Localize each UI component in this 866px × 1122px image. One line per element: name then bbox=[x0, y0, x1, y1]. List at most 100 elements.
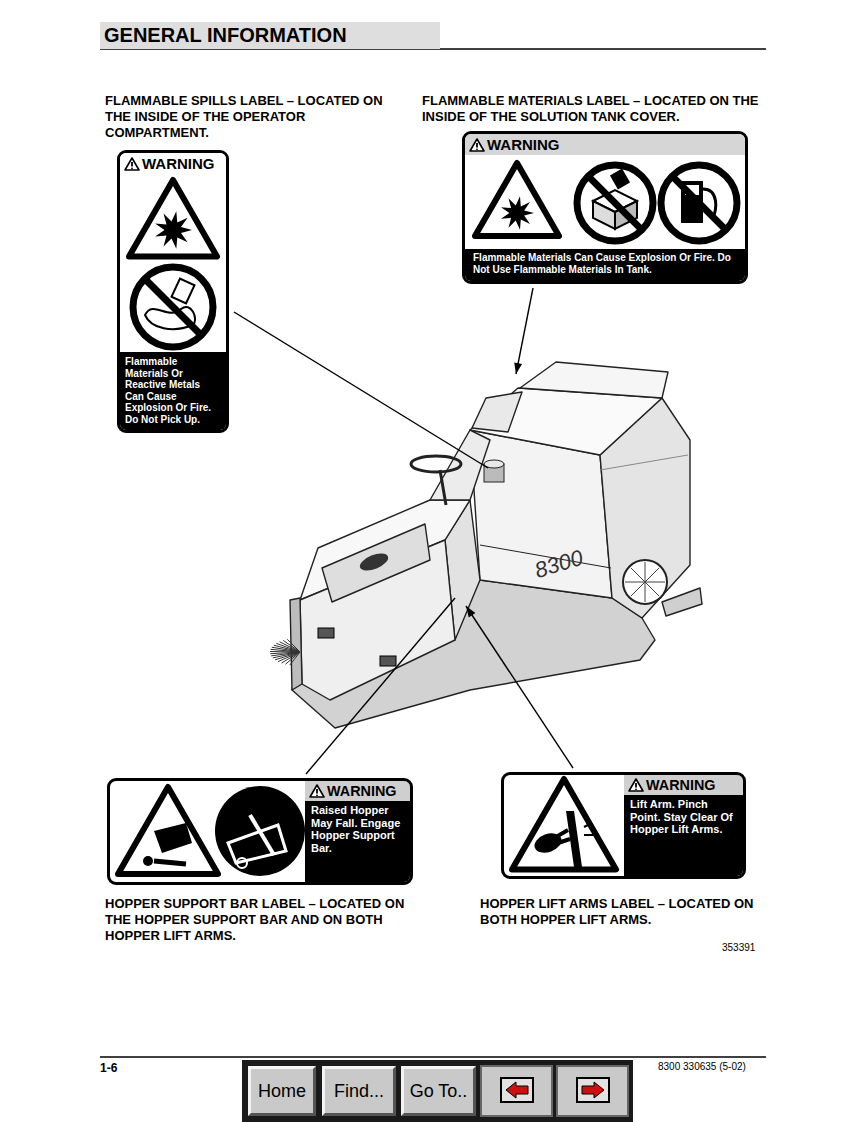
warning-heading: WARNING bbox=[487, 136, 560, 153]
support-bar bbox=[250, 815, 274, 855]
spilled-can bbox=[172, 279, 195, 304]
hazard-triangle bbox=[129, 180, 217, 257]
label-pictograms bbox=[110, 781, 305, 882]
arrowhead bbox=[466, 606, 475, 617]
warning-label: WARNING Lift Arm. Pinch Point. Stay Clear… bbox=[501, 772, 746, 879]
prohibition-slash bbox=[588, 176, 641, 229]
page-number: 1-6 bbox=[100, 1061, 117, 1075]
exclamation bbox=[635, 783, 637, 788]
seat-back bbox=[472, 392, 522, 432]
warning-triangle-icon bbox=[124, 157, 140, 171]
scrubber-illustration bbox=[270, 362, 702, 728]
warning-label: WARNING Raised Hopper May Fall. Engage Ho… bbox=[107, 778, 413, 885]
steering-column bbox=[440, 470, 446, 505]
leader-line bbox=[466, 606, 573, 768]
warning-triangle-icon bbox=[628, 778, 644, 792]
nav-button: Home bbox=[248, 1066, 316, 1116]
rear-wheel bbox=[623, 560, 667, 604]
footer-rule bbox=[100, 1056, 766, 1058]
button-label: Home bbox=[258, 1081, 306, 1102]
machine-wheel bbox=[237, 858, 247, 868]
warning-heading: WARNING bbox=[327, 783, 397, 799]
triangle bbox=[310, 785, 324, 797]
triangle bbox=[629, 779, 643, 791]
brush-bristle bbox=[283, 640, 300, 652]
nav-button bbox=[481, 1066, 552, 1116]
wheel-spoke bbox=[625, 582, 645, 583]
warning-panel: WARNING Lift Arm. Pinch Point. Stay Clear… bbox=[624, 775, 743, 876]
exclamation-dot bbox=[316, 794, 318, 796]
person-head bbox=[143, 856, 153, 866]
front-light bbox=[380, 656, 396, 666]
exclamation-dot bbox=[476, 148, 478, 150]
warning-header: WARNING bbox=[465, 134, 745, 155]
exclamation-dot bbox=[131, 167, 133, 169]
wheel-spoke bbox=[631, 582, 645, 596]
warning-body: Raised Hopper May Fall. Engage Hopper Su… bbox=[305, 801, 410, 859]
tank-top bbox=[470, 388, 662, 455]
brush-bristle bbox=[270, 652, 300, 654]
hazard-triangle bbox=[118, 787, 218, 874]
raised-hopper bbox=[154, 823, 192, 853]
finger bbox=[558, 839, 570, 843]
prohibition-circle bbox=[577, 165, 653, 241]
warning-label: WARNING Flammable Materials Can Cause Exp… bbox=[462, 131, 748, 284]
warning-label: WARNING Flammable Materials Or Reactive M… bbox=[117, 150, 229, 433]
label-pictograms bbox=[465, 155, 745, 249]
label-caption: FLAMMABLE SPILLS LABEL – LOCATED ON THE … bbox=[105, 93, 405, 141]
prohibition-circle bbox=[661, 165, 737, 241]
black-disk bbox=[215, 786, 305, 876]
brush-bristle bbox=[287, 639, 300, 652]
warning-heading: WARNING bbox=[142, 155, 215, 172]
arrow-frame bbox=[501, 1078, 533, 1102]
warning-panel: WARNING Raised Hopper May Fall. Engage Ho… bbox=[305, 781, 410, 882]
warning-triangle-icon bbox=[309, 784, 325, 798]
hopper-front bbox=[300, 540, 455, 700]
tank-side-icon bbox=[593, 201, 615, 229]
leader-line bbox=[516, 288, 533, 374]
nav-bar bbox=[242, 1060, 633, 1122]
drawing-number: 353391 bbox=[722, 942, 755, 954]
exclamation bbox=[131, 162, 133, 167]
warning-header: WARNING bbox=[120, 153, 226, 174]
warning-header: WARNING bbox=[305, 781, 410, 801]
wheel-spoke bbox=[645, 582, 646, 602]
hood-panel bbox=[322, 524, 430, 602]
warning-triangle-icon bbox=[469, 138, 485, 152]
warning-heading: WARNING bbox=[646, 777, 716, 793]
warning-body: Lift Arm. Pinch Point. Stay Clear Of Hop… bbox=[624, 795, 743, 841]
title-bar: GENERAL INFORMATION bbox=[100, 22, 440, 49]
exclamation bbox=[316, 789, 318, 794]
leader-line bbox=[306, 598, 455, 774]
document-number: 8300 330635 (5-02) bbox=[658, 1061, 746, 1073]
prohibition-slash bbox=[145, 279, 201, 335]
tank-left-face bbox=[470, 430, 612, 598]
prohibition-slash bbox=[672, 176, 725, 229]
impact-mark bbox=[584, 834, 593, 836]
wheel-spoke bbox=[645, 582, 665, 583]
wheel-spoke bbox=[631, 568, 645, 582]
prohibition-circle bbox=[133, 267, 213, 347]
label-caption: HOPPER SUPPORT BAR LABEL – LOCATED ON TH… bbox=[105, 896, 425, 944]
arrow-frame bbox=[577, 1078, 609, 1102]
nav-button: Go To.. bbox=[401, 1066, 476, 1116]
person-body bbox=[154, 861, 186, 864]
hazard-triangle bbox=[475, 163, 559, 236]
steering-wheel bbox=[411, 456, 461, 472]
exclamation-dot bbox=[635, 788, 637, 790]
nav-button bbox=[557, 1066, 628, 1116]
exclamation bbox=[476, 143, 478, 148]
nav-button: Find... bbox=[322, 1066, 396, 1116]
warning-body: Flammable Materials Can Cause Explosion … bbox=[465, 249, 745, 281]
triangle bbox=[125, 158, 139, 170]
warning-body: Flammable Materials Or Reactive Metals C… bbox=[120, 352, 226, 430]
page-title: GENERAL INFORMATION bbox=[100, 22, 440, 49]
label-pictograms bbox=[120, 174, 226, 352]
wheel-spoke bbox=[645, 568, 659, 582]
hood-logo bbox=[357, 550, 390, 574]
nav-arrow bbox=[582, 1082, 604, 1098]
pouring-can bbox=[610, 169, 630, 190]
arrowhead bbox=[514, 362, 522, 374]
tank-lid bbox=[520, 362, 668, 398]
